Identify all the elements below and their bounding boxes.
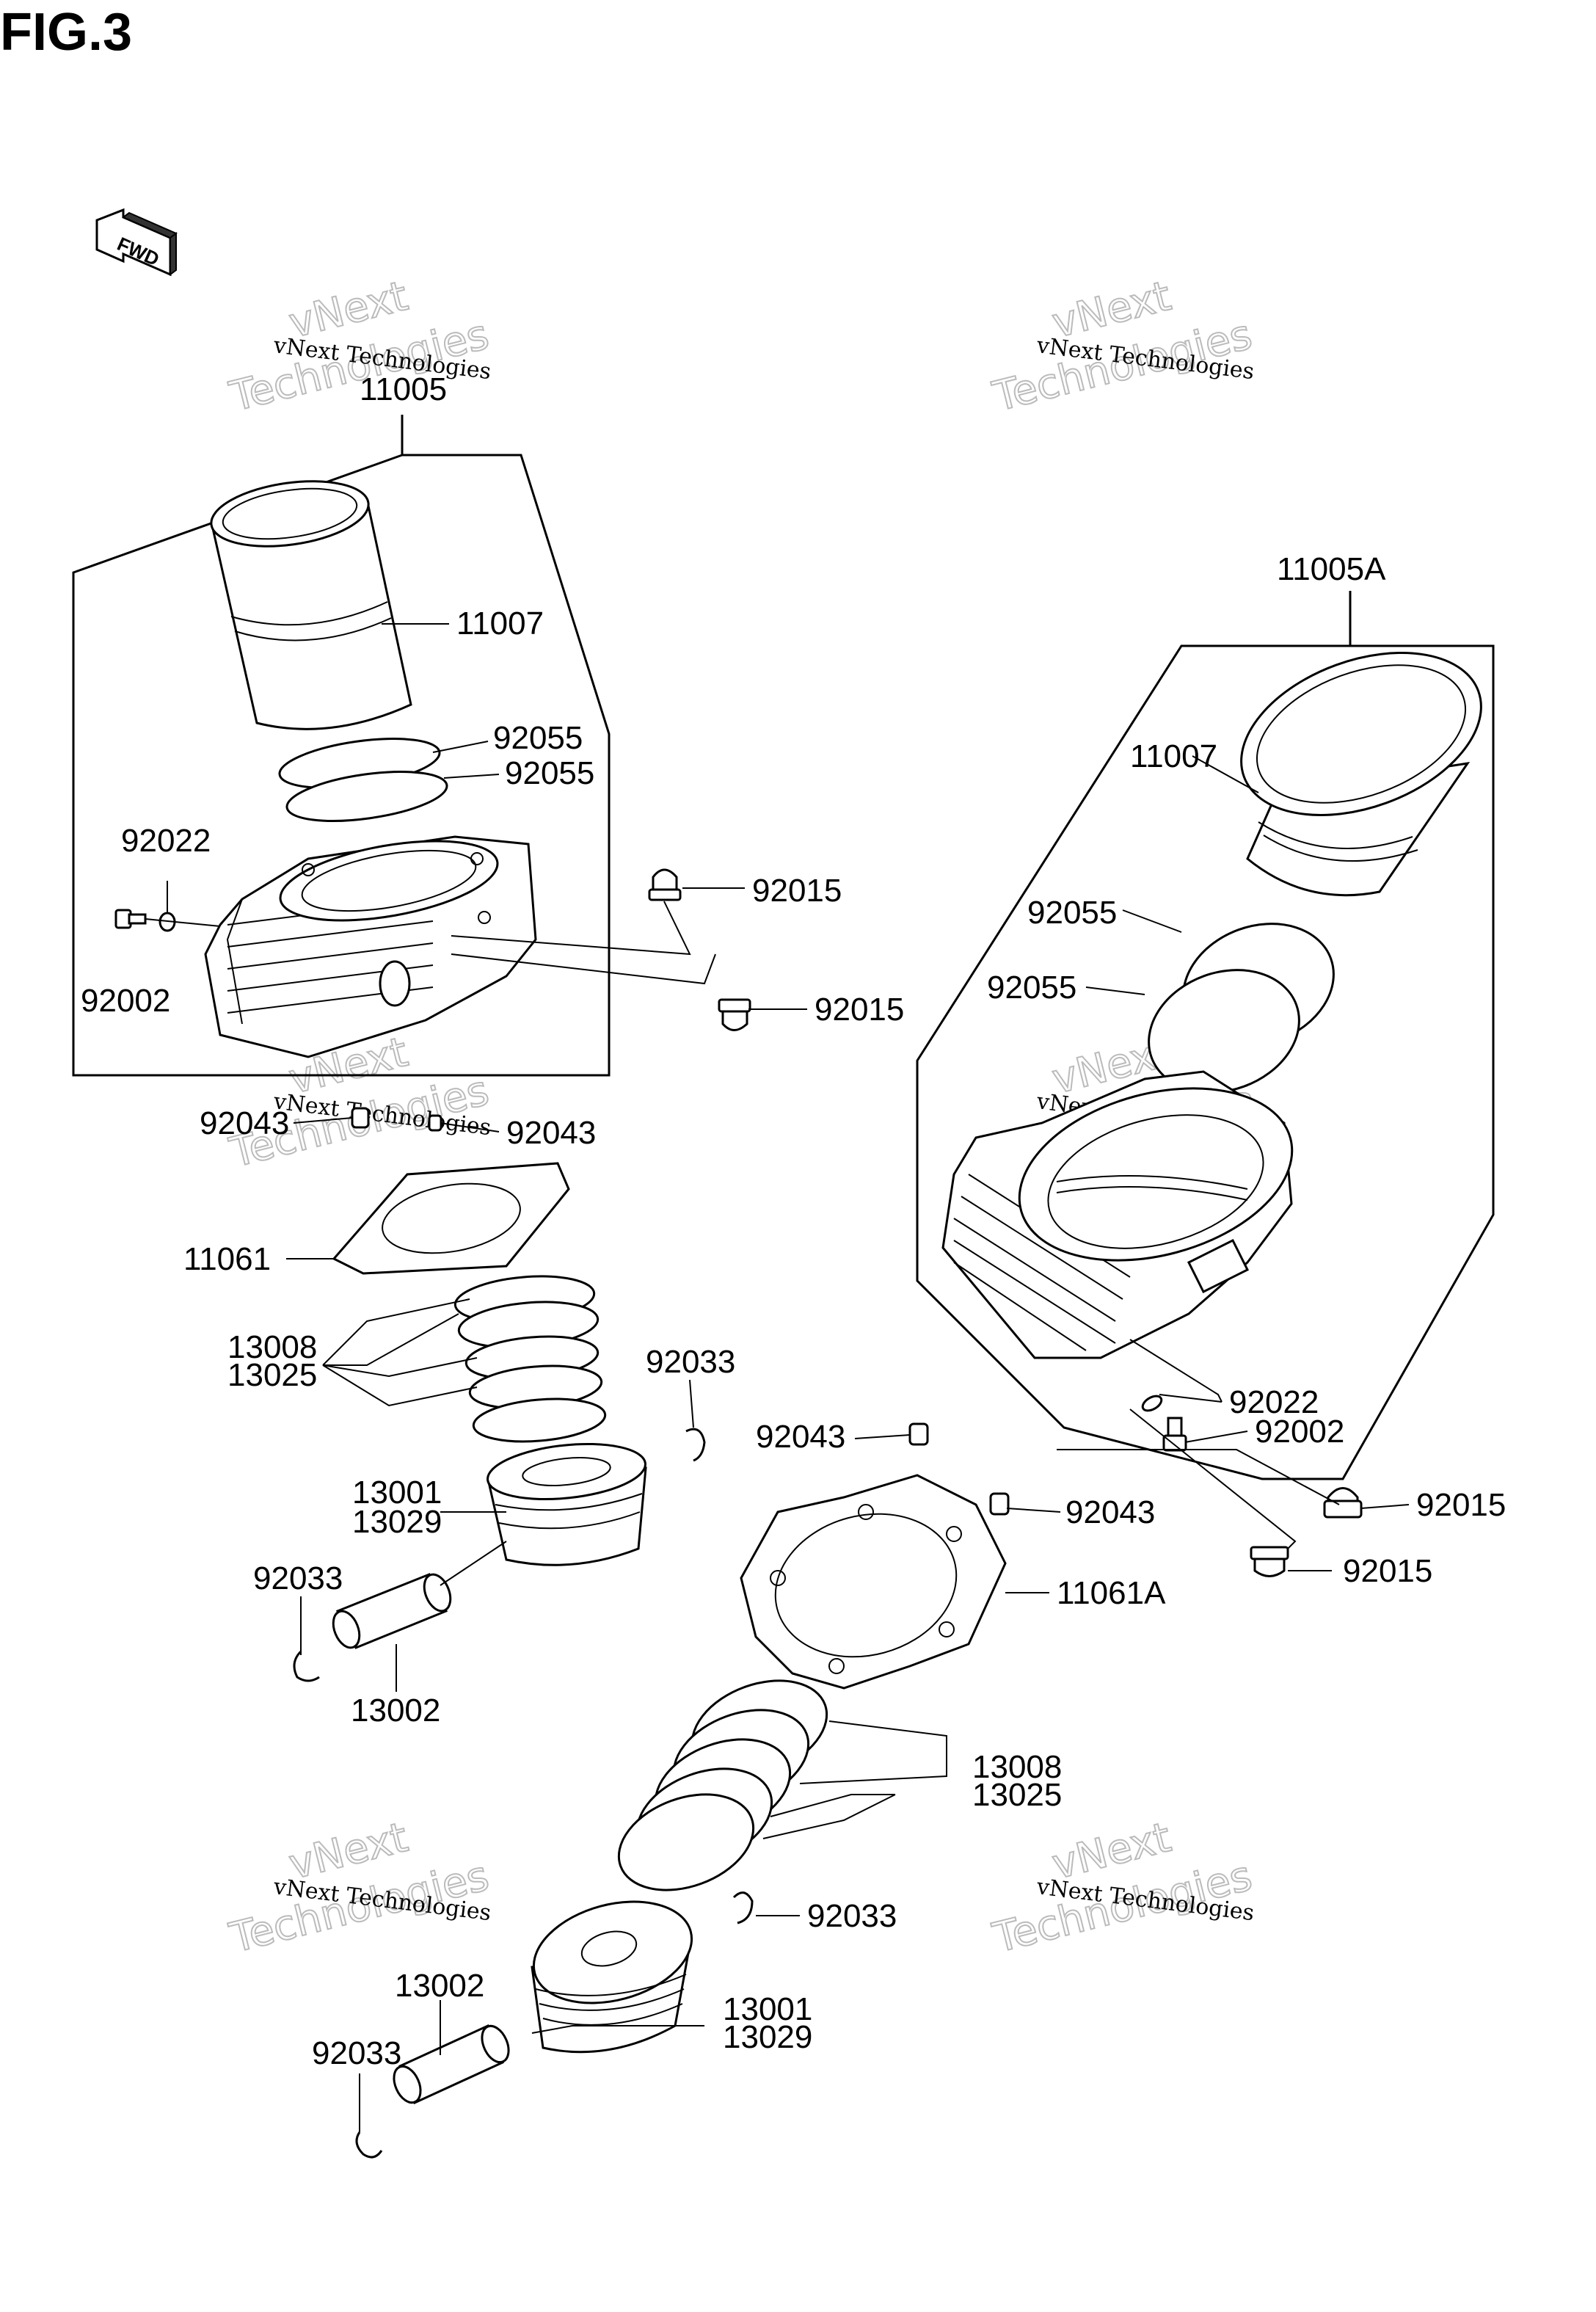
label-92033: 92033 <box>253 1560 343 1596</box>
label-92033: 92033 <box>646 1344 735 1380</box>
label-13001: 13001 <box>352 1475 442 1511</box>
label-92043: 92043 <box>1065 1494 1155 1530</box>
o-ring <box>1148 969 1300 1094</box>
label-92022: 92022 <box>1229 1384 1319 1420</box>
dowel-pin <box>989 1492 1010 1516</box>
label-11007: 11007 <box>1130 738 1217 774</box>
bolt <box>114 909 147 929</box>
label-92015: 92015 <box>1416 1487 1506 1523</box>
figure-title: FIG.3 <box>0 3 132 62</box>
label-13002: 13002 <box>351 1693 440 1728</box>
base-gasket <box>740 1474 1007 1690</box>
o-ring <box>285 771 448 822</box>
circlip <box>293 1650 320 1682</box>
label-11005: 11005 <box>360 371 447 407</box>
label-92015: 92015 <box>815 992 904 1028</box>
watermark-bottom-right: vNext Technologies vNext Technologies <box>988 1813 1258 1963</box>
label-13025: 13025 <box>227 1357 317 1393</box>
bolt <box>1162 1417 1187 1452</box>
label-92055: 92055 <box>493 720 583 756</box>
oil-ring <box>472 1397 607 1443</box>
circlip <box>732 1891 754 1924</box>
fwd-arrow-icon: FWD <box>95 208 178 277</box>
cylinder-liner <box>210 480 412 730</box>
label-92015: 92015 <box>752 873 842 909</box>
label-92015: 92015 <box>1343 1553 1432 1589</box>
label-92043: 92043 <box>200 1105 289 1141</box>
label-13001: 13001 <box>723 1991 812 2027</box>
cap-nut <box>1250 1546 1289 1577</box>
cap-nut <box>648 868 682 901</box>
rear-leader-lines <box>359 755 1410 2132</box>
group-bracket-11005A <box>916 591 1495 1480</box>
label-92033: 92033 <box>807 1898 897 1934</box>
dowel-pin <box>428 1114 442 1132</box>
dowel-pin <box>908 1422 929 1446</box>
rear-cylinder-assembly <box>355 591 1495 2159</box>
label-13029: 13029 <box>723 2019 812 2055</box>
label-13008: 13008 <box>972 1749 1062 1785</box>
label-11061: 11061 <box>183 1241 271 1277</box>
cylinder-liner <box>1240 651 1482 897</box>
label-92033: 92033 <box>312 2035 401 2071</box>
label-92043: 92043 <box>506 1115 596 1151</box>
watermark-mid-left: vNext Technologies vNext Technologies <box>225 1028 495 1178</box>
cap-nut <box>718 998 751 1031</box>
label-13008: 13008 <box>227 1329 317 1365</box>
watermark-top-right: vNext Technologies vNext Technologies <box>988 272 1258 422</box>
watermark-bottom-left: vNext Technologies vNext Technologies <box>225 1813 495 1963</box>
base-gasket <box>332 1162 570 1275</box>
cylinder-block <box>941 1070 1294 1359</box>
cap-nut <box>1323 1487 1363 1519</box>
circlip <box>685 1428 706 1462</box>
cylinder-block <box>204 835 537 1058</box>
label-11007: 11007 <box>456 606 544 641</box>
label-92055: 92055 <box>505 755 594 791</box>
front-cylinder-assembly <box>72 415 751 1682</box>
label-11061A: 11061A <box>1057 1575 1166 1611</box>
label-11005A: 11005A <box>1277 551 1386 587</box>
group-bracket-11005 <box>72 415 611 1077</box>
label-13002: 13002 <box>395 1968 484 2004</box>
label-13029: 13029 <box>352 1504 442 1540</box>
front-leader-lines <box>145 623 807 1692</box>
washer <box>1141 1395 1163 1412</box>
label-92043: 92043 <box>756 1419 845 1455</box>
circlip <box>355 2131 383 2159</box>
oil-ring <box>617 1793 755 1891</box>
label-92055: 92055 <box>1027 895 1117 931</box>
label-92055: 92055 <box>987 970 1076 1006</box>
piston-pin <box>393 2024 510 2105</box>
dowel-pin <box>351 1107 370 1129</box>
piston <box>531 1900 693 2054</box>
label-92022: 92022 <box>121 823 211 859</box>
piston <box>487 1442 647 1566</box>
label-13025: 13025 <box>972 1777 1062 1813</box>
piston-pin <box>332 1573 452 1649</box>
label-92002: 92002 <box>81 983 170 1019</box>
label-92002: 92002 <box>1255 1414 1344 1450</box>
